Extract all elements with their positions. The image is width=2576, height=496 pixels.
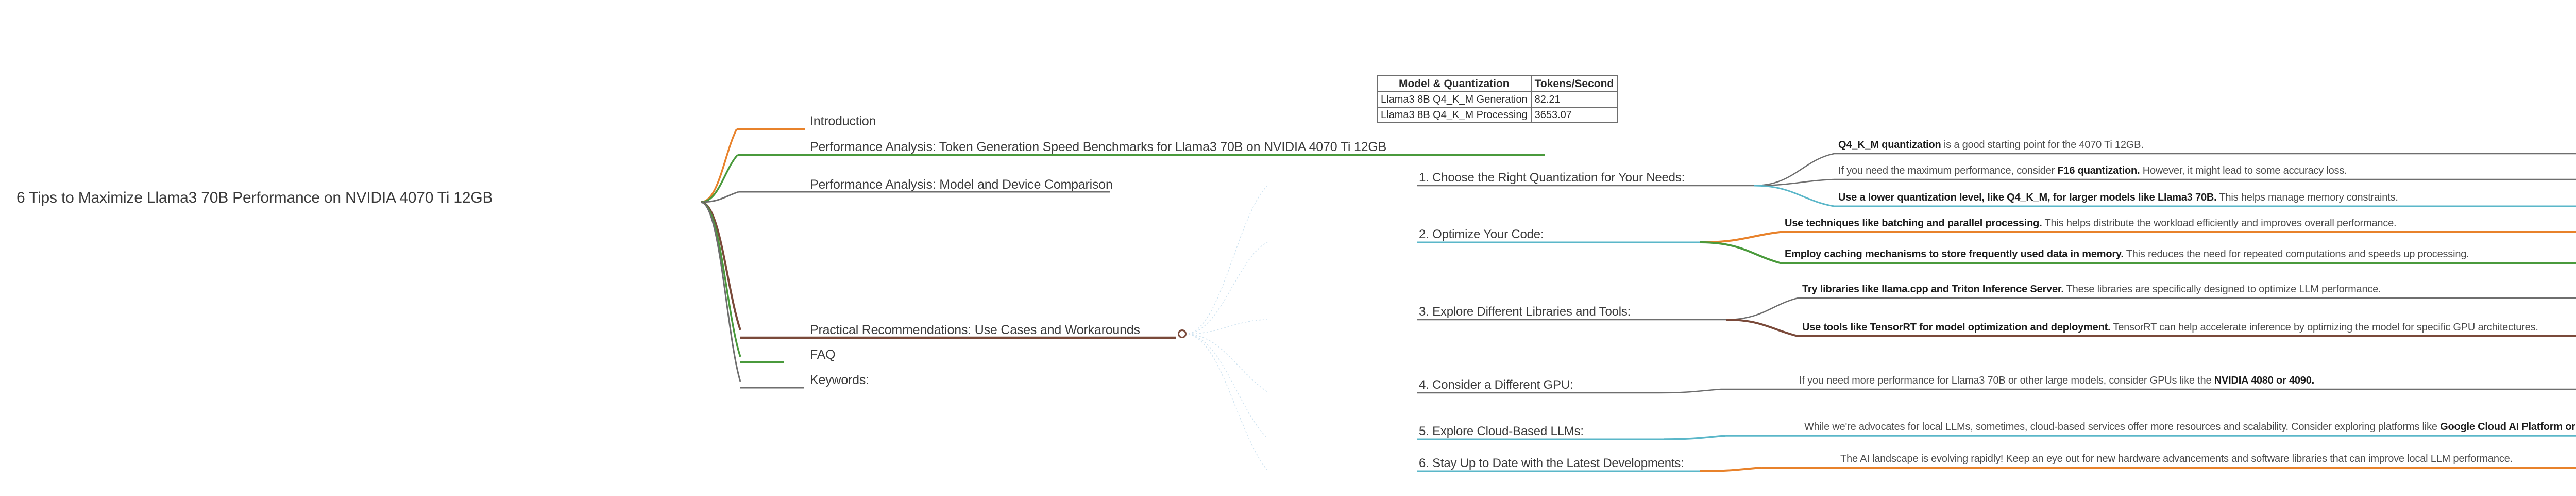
emphasis-text: Google Cloud AI Platform or Amazon SageM…: [2440, 421, 2576, 433]
branch-practical-recommendations-label: Practical Recommendations: Use Cases and…: [810, 323, 1140, 337]
branch-practical-recommendations[interactable]: Practical Recommendations: Use Cases and…: [809, 323, 1141, 339]
table-header-tokens: Tokens/Second: [1530, 75, 1618, 93]
emphasis-text: NVIDIA 4080 or 4090.: [2214, 375, 2315, 386]
tip-1-detail-c[interactable]: Use a lower quantization level, like Q4_…: [1837, 192, 2399, 205]
emphasis-text: F16 quantization.: [2057, 165, 2140, 176]
tip-2-node[interactable]: 2. Optimize Your Code:: [1418, 228, 1545, 243]
tip-3-detail-b[interactable]: Use tools like TensorRT for model optimi…: [1801, 322, 2539, 335]
table-row: Llama3 8B Q4_K_M Generation 82.21: [1377, 91, 1618, 108]
tip-6-node[interactable]: 6. Stay Up to Date with the Latest Devel…: [1418, 457, 1685, 472]
table-cell-model: Llama3 8B Q4_K_M Generation: [1377, 91, 1532, 108]
tip-1-detail-a-text: Q4_K_M quantization is a good starting p…: [1837, 139, 2145, 153]
emphasis-text: Use techniques like batching and paralle…: [1785, 218, 2042, 229]
plain-text: TensorRT can help accelerate inference b…: [2110, 322, 2538, 333]
plain-text: This helps manage memory constraints.: [2216, 192, 2398, 203]
tip-3-node[interactable]: 3. Explore Different Libraries and Tools…: [1418, 305, 1632, 320]
branch-performance-analysis-benchmarks[interactable]: Performance Analysis: Token Generation S…: [809, 140, 1387, 156]
tip-1-node[interactable]: 1. Choose the Right Quantization for You…: [1418, 171, 1686, 186]
tip-6-detail-a-text: The AI landscape is evolving rapidly! Ke…: [1839, 453, 2514, 467]
table-header-row: Model & Quantization Tokens/Second: [1377, 75, 1618, 93]
table-cell-tokens: 82.21: [1530, 91, 1618, 108]
emphasis-text: Q4_K_M quantization: [1838, 139, 1941, 151]
tip-2-label: 2. Optimize Your Code:: [1419, 227, 1544, 241]
plain-text: While we're advocates for local LLMs, so…: [1804, 421, 2441, 433]
branch-keywords-label: Keywords:: [810, 373, 869, 387]
tip-3-label: 3. Explore Different Libraries and Tools…: [1419, 305, 1631, 319]
tip-1-detail-a[interactable]: Q4_K_M quantization is a good starting p…: [1837, 139, 2145, 153]
tip-1-label: 1. Choose the Right Quantization for You…: [1419, 171, 1685, 185]
plain-text: is a good starting point for the 4070 Ti…: [1941, 139, 2144, 151]
plain-text: If you need more performance for Llama3 …: [1799, 375, 2214, 386]
tip-2-detail-b[interactable]: Employ caching mechanisms to store frequ…: [1784, 249, 2470, 262]
branch-performance-analysis-benchmarks-label: Performance Analysis: Token Generation S…: [810, 140, 1387, 154]
table-row: Llama3 8B Q4_K_M Processing 3653.07: [1377, 107, 1618, 124]
plain-text: This helps distribute the workload effic…: [2042, 218, 2397, 229]
benchmark-table: Model & Quantization Tokens/Second Llama…: [1377, 75, 1618, 124]
collapse-toggle-practical-recommendations[interactable]: [1178, 329, 1187, 338]
table-header-model: Model & Quantization: [1377, 75, 1532, 93]
root-node[interactable]: 6 Tips to Maximize Llama3 70B Performanc…: [15, 189, 494, 208]
table-cell-tokens: 3653.07: [1530, 107, 1618, 124]
tip-4-detail-a[interactable]: If you need more performance for Llama3 …: [1798, 375, 2315, 388]
tip-1-detail-b[interactable]: If you need the maximum performance, con…: [1837, 165, 2348, 178]
branch-keywords[interactable]: Keywords:: [809, 373, 870, 389]
plain-text: These libraries are specifically designe…: [2063, 284, 2381, 295]
branch-introduction-label: Introduction: [810, 114, 876, 128]
tip-4-label: 4. Consider a Different GPU:: [1419, 378, 1573, 392]
tip-6-detail-a[interactable]: The AI landscape is evolving rapidly! Ke…: [1839, 453, 2514, 467]
tip-5-label: 5. Explore Cloud-Based LLMs:: [1419, 424, 1584, 438]
plain-text: The AI landscape is evolving rapidly! Ke…: [1840, 453, 2513, 465]
emphasis-text: Use a lower quantization level, like Q4_…: [1838, 192, 2217, 203]
tip-5-detail-a[interactable]: While we're advocates for local LLMs, so…: [1803, 421, 2576, 435]
emphasis-text: Use tools like TensorRT for model optimi…: [1802, 322, 2111, 333]
tip-4-node[interactable]: 4. Consider a Different GPU:: [1418, 378, 1574, 393]
branch-faq[interactable]: FAQ: [809, 348, 836, 363]
branch-performance-analysis-comparison[interactable]: Performance Analysis: Model and Device C…: [809, 178, 1114, 193]
plain-text: If you need the maximum performance, con…: [1838, 165, 2058, 176]
emphasis-text: Try libraries like llama.cpp and Triton …: [1802, 284, 2064, 295]
tip-1-detail-b-text: If you need the maximum performance, con…: [1837, 165, 2348, 178]
plain-text: However, it might lead to some accuracy …: [2140, 165, 2347, 176]
tip-6-label: 6. Stay Up to Date with the Latest Devel…: [1419, 456, 1684, 470]
branch-introduction[interactable]: Introduction: [809, 114, 877, 130]
emphasis-text: Employ caching mechanisms to store frequ…: [1785, 249, 2124, 260]
tip-2-detail-a[interactable]: Use techniques like batching and paralle…: [1784, 218, 2397, 231]
tip-1-detail-c-text: Use a lower quantization level, like Q4_…: [1837, 192, 2399, 205]
tip-2-detail-b-text: Employ caching mechanisms to store frequ…: [1784, 249, 2470, 262]
tip-3-detail-a[interactable]: Try libraries like llama.cpp and Triton …: [1801, 284, 2382, 297]
tip-2-detail-a-text: Use techniques like batching and paralle…: [1784, 218, 2397, 231]
table-cell-model: Llama3 8B Q4_K_M Processing: [1377, 107, 1532, 124]
branch-performance-analysis-comparison-label: Performance Analysis: Model and Device C…: [810, 177, 1113, 192]
tip-4-detail-a-text: If you need more performance for Llama3 …: [1798, 375, 2315, 388]
branch-faq-label: FAQ: [810, 348, 836, 362]
tip-5-node[interactable]: 5. Explore Cloud-Based LLMs:: [1418, 425, 1585, 440]
plain-text: This reduces the need for repeated compu…: [2123, 249, 2469, 260]
tip-3-detail-b-text: Use tools like TensorRT for model optimi…: [1801, 322, 2539, 335]
tip-5-detail-a-text: While we're advocates for local LLMs, so…: [1803, 421, 2576, 435]
root-node-label: 6 Tips to Maximize Llama3 70B Performanc…: [16, 189, 493, 206]
tip-3-detail-a-text: Try libraries like llama.cpp and Triton …: [1801, 284, 2382, 297]
